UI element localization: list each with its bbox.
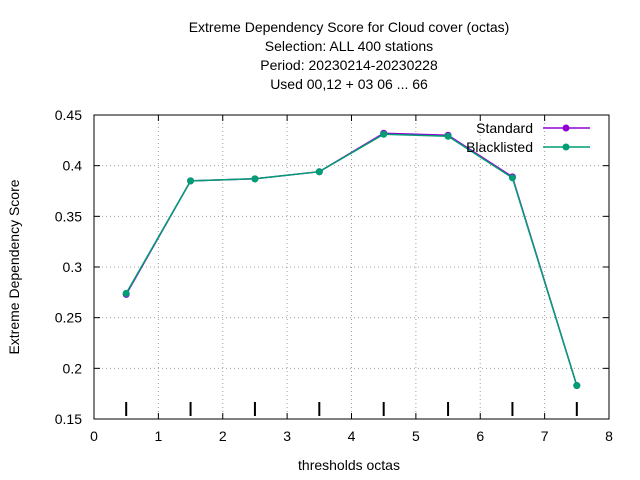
series-line-2 (125, 133, 578, 386)
data-point (380, 130, 388, 138)
y-axis-label: Extreme Dependency Score (6, 179, 22, 354)
x-tick-label: 0 (90, 428, 98, 444)
axis-ticks: 0 1 2 3 4 5 6 7 8 0.15 0.2 0.25 0.3 0.35 0.4 0.45 (55, 107, 613, 444)
data-point (187, 177, 195, 185)
data-point (122, 289, 130, 297)
x-tick-label: 1 (154, 428, 162, 444)
y-tick-label: 0.25 (55, 310, 82, 326)
title-line-3: Period: 20230214-20230228 (260, 57, 438, 73)
legend-marker (562, 143, 570, 151)
x-tick-label: 8 (605, 428, 613, 444)
title-line-2: Selection: ALL 400 stations (265, 38, 433, 54)
y-tick-label: 0.2 (63, 360, 83, 376)
y-tick-label: 0.35 (55, 208, 82, 224)
data-point (508, 174, 516, 182)
x-tick-label: 4 (348, 428, 356, 444)
x-tick-label: 2 (219, 428, 227, 444)
legend-marker (562, 124, 570, 132)
y-tick-label: 0.4 (63, 158, 83, 174)
y-tick-label: 0.15 (55, 411, 82, 427)
legend-label: Blacklisted (466, 139, 533, 155)
y-tick-label: 0.3 (63, 259, 83, 275)
data-point (573, 382, 581, 390)
x-tick-label: 5 (412, 428, 420, 444)
grid (94, 115, 609, 419)
data-point (251, 175, 259, 183)
title-line-4: Used 00,12 + 03 06 ... 66 (270, 76, 428, 92)
x-tick-label: 6 (476, 428, 484, 444)
threshold-markers (125, 402, 578, 416)
title-line-1: Extreme Dependency Score for Cloud cover… (189, 19, 510, 35)
x-tick-label: 3 (283, 428, 291, 444)
x-axis-label: thresholds octas (298, 457, 400, 473)
data-point (444, 132, 452, 140)
legend-label: Standard (476, 120, 533, 136)
chart-title: Extreme Dependency Score for Cloud cover… (189, 19, 510, 92)
series-group (122, 129, 581, 390)
y-tick-label: 0.45 (55, 107, 82, 123)
x-tick-label: 7 (541, 428, 549, 444)
data-point (315, 168, 323, 176)
